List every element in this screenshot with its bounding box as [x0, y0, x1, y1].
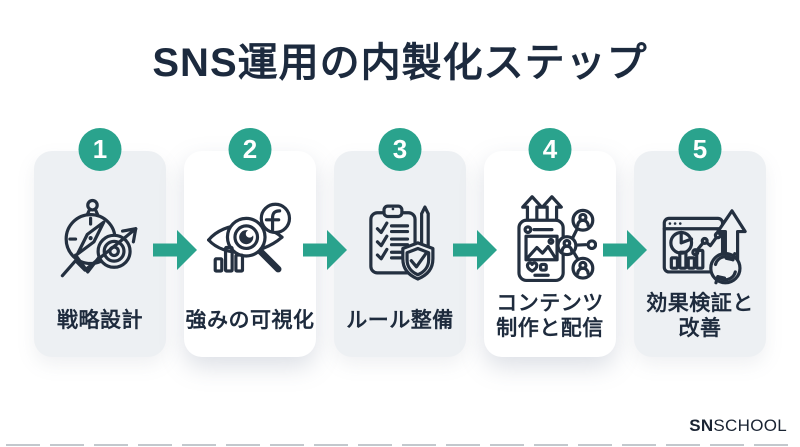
compass-target-icon: [53, 193, 147, 287]
clipboard-checklist-shield-icon: [353, 193, 447, 287]
step-number-badge: 3: [378, 128, 422, 171]
step-arrow-icon: [453, 230, 497, 270]
step-card-4: 4: [484, 128, 616, 357]
step-label: 戦略設計: [57, 309, 143, 332]
brand-logo: SNSCHOOL: [689, 416, 787, 435]
step-arrow-icon: [153, 230, 197, 270]
step-number-badge: 2: [228, 128, 272, 171]
step-arrow-icon: [303, 230, 347, 270]
page-title: SNS運用の内製化ステップ: [152, 41, 648, 85]
bottom-dashed-line: [6, 444, 798, 446]
step-card-3: 3 ルー: [334, 128, 466, 357]
step-label: 効果検証と 改善: [646, 292, 754, 340]
step-label: ルール整備: [346, 309, 454, 332]
step-card-2: 2 強みの可視化: [184, 128, 316, 357]
step-arrow-icon: [603, 230, 647, 270]
eye-magnifier-icon: [203, 193, 297, 287]
analytics-refresh-icon: [653, 193, 747, 287]
step-card-5: 5: [634, 128, 766, 357]
step-number-badge: 1: [78, 128, 122, 171]
step-label: 強みの可視化: [185, 309, 315, 332]
step-label: コンテンツ 制作と配信: [496, 292, 604, 340]
step-number-badge: 5: [678, 128, 722, 171]
step-card-1: 1 戦略設計: [34, 128, 166, 357]
content-share-icon: [503, 193, 597, 287]
step-number-badge: 4: [528, 128, 572, 171]
